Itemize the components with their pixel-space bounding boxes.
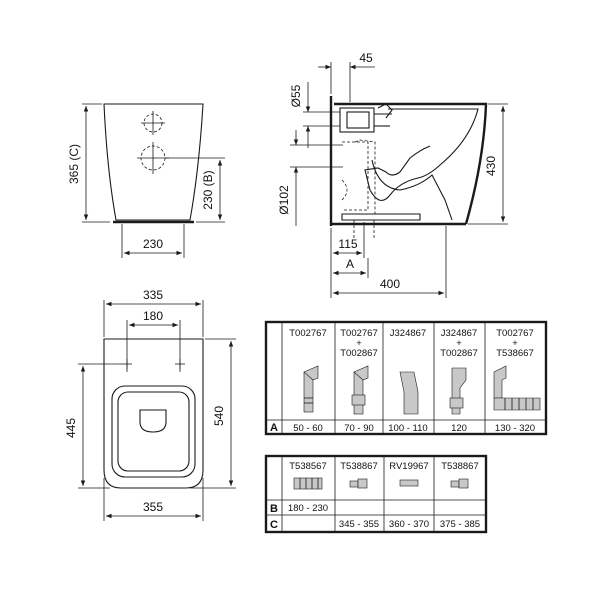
table-a-col2-value: 70 - 90 xyxy=(344,423,374,434)
front-view: 365 (C) 230 (B) 230 xyxy=(67,103,225,258)
table-a-col5-code2: T538667 xyxy=(496,348,534,359)
table-a-col3-value: 100 - 110 xyxy=(388,423,427,434)
table-bc-col2-code: T538867 xyxy=(340,461,378,472)
table-bc-col4-code: T538867 xyxy=(441,461,479,472)
table-bc-col3-c: 360 - 370 xyxy=(389,519,429,530)
seat-inner xyxy=(117,391,190,472)
table-a-col2-code: T002767 xyxy=(340,328,378,339)
table-a-row-label: A xyxy=(270,422,278,434)
dim-45: 45 xyxy=(359,51,373,65)
table-bc-col2-c: 345 - 355 xyxy=(339,519,379,530)
table-a-col2-plus: + xyxy=(356,338,362,349)
front-upper-pipe xyxy=(141,111,165,135)
dim-dia-55: Ø55 xyxy=(289,84,303,107)
table-bc-row-b-label: B xyxy=(270,503,278,515)
table-a-col5-plus: + xyxy=(512,338,518,349)
fitting-t538867-b-icon xyxy=(450,478,469,489)
fitting-j324867-t002867-icon xyxy=(449,367,467,415)
table-a-col4-value: 120 xyxy=(451,423,467,434)
dim-540: 540 xyxy=(212,406,226,426)
top-view: 335 180 445 540 355 xyxy=(64,288,236,521)
fitting-t538867-icon xyxy=(349,478,368,489)
front-body-outline xyxy=(103,103,204,221)
table-a: A T002767 T002767 + T002867 J324867 J324… xyxy=(264,320,548,436)
table-a-col1-value: 50 - 60 xyxy=(293,423,323,434)
table-bc-col1-code: T538567 xyxy=(289,461,327,472)
side-body-outline xyxy=(334,102,488,225)
dim-355: 355 xyxy=(143,500,163,514)
fitting-t538567-icon xyxy=(293,477,323,490)
top-body-outline xyxy=(103,338,204,489)
front-lower-pipe xyxy=(137,142,169,174)
table-bc-col4-c: 375 - 385 xyxy=(440,519,480,530)
table-bc-col1-b: 180 - 230 xyxy=(288,503,328,514)
fitting-rv19967-icon xyxy=(399,479,419,487)
dim-230-b: 230 (B) xyxy=(201,170,215,209)
table-a-col4-code2: T002867 xyxy=(440,348,478,359)
table-bc-col3-code: RV19967 xyxy=(389,461,428,472)
table-a-col3-code: J324867 xyxy=(390,328,426,339)
fitting-t002767-t002867-icon xyxy=(351,365,369,415)
side-bowl-inner xyxy=(364,108,479,201)
dim-445: 445 xyxy=(64,418,78,438)
table-a-col4-plus: + xyxy=(456,338,462,349)
fitting-j324867-icon xyxy=(399,371,419,415)
dim-dia-102: Ø102 xyxy=(277,185,291,215)
dim-180: 180 xyxy=(143,309,163,323)
table-bc-row-c-label: C xyxy=(270,519,278,531)
bowl-opening xyxy=(139,409,167,433)
side-inlet xyxy=(339,103,393,133)
dim-230-width: 230 xyxy=(143,237,163,251)
fitting-t002767-icon xyxy=(303,365,319,413)
table-bc: B C T538567 T538867 RV19967 T538867 180 … xyxy=(264,454,488,534)
fitting-t002767-t538667-icon xyxy=(493,365,541,411)
dim-365-c: 365 (C) xyxy=(67,144,81,184)
table-a-col4-code: J324867 xyxy=(441,328,477,339)
dim-a: A xyxy=(346,257,354,271)
side-view: 45 Ø55 Ø102 430 115 A 400 xyxy=(277,51,508,298)
table-a-col5-code: T002767 xyxy=(496,328,534,339)
table-a-col1-code: T002767 xyxy=(289,328,327,339)
dim-430: 430 xyxy=(484,156,498,176)
table-a-col2-code2: T002867 xyxy=(340,348,378,359)
seat-outer xyxy=(111,385,196,478)
dim-400: 400 xyxy=(380,277,400,291)
dim-335: 335 xyxy=(143,288,163,302)
dim-115: 115 xyxy=(338,237,357,251)
table-a-col5-value: 130 - 320 xyxy=(495,423,535,434)
